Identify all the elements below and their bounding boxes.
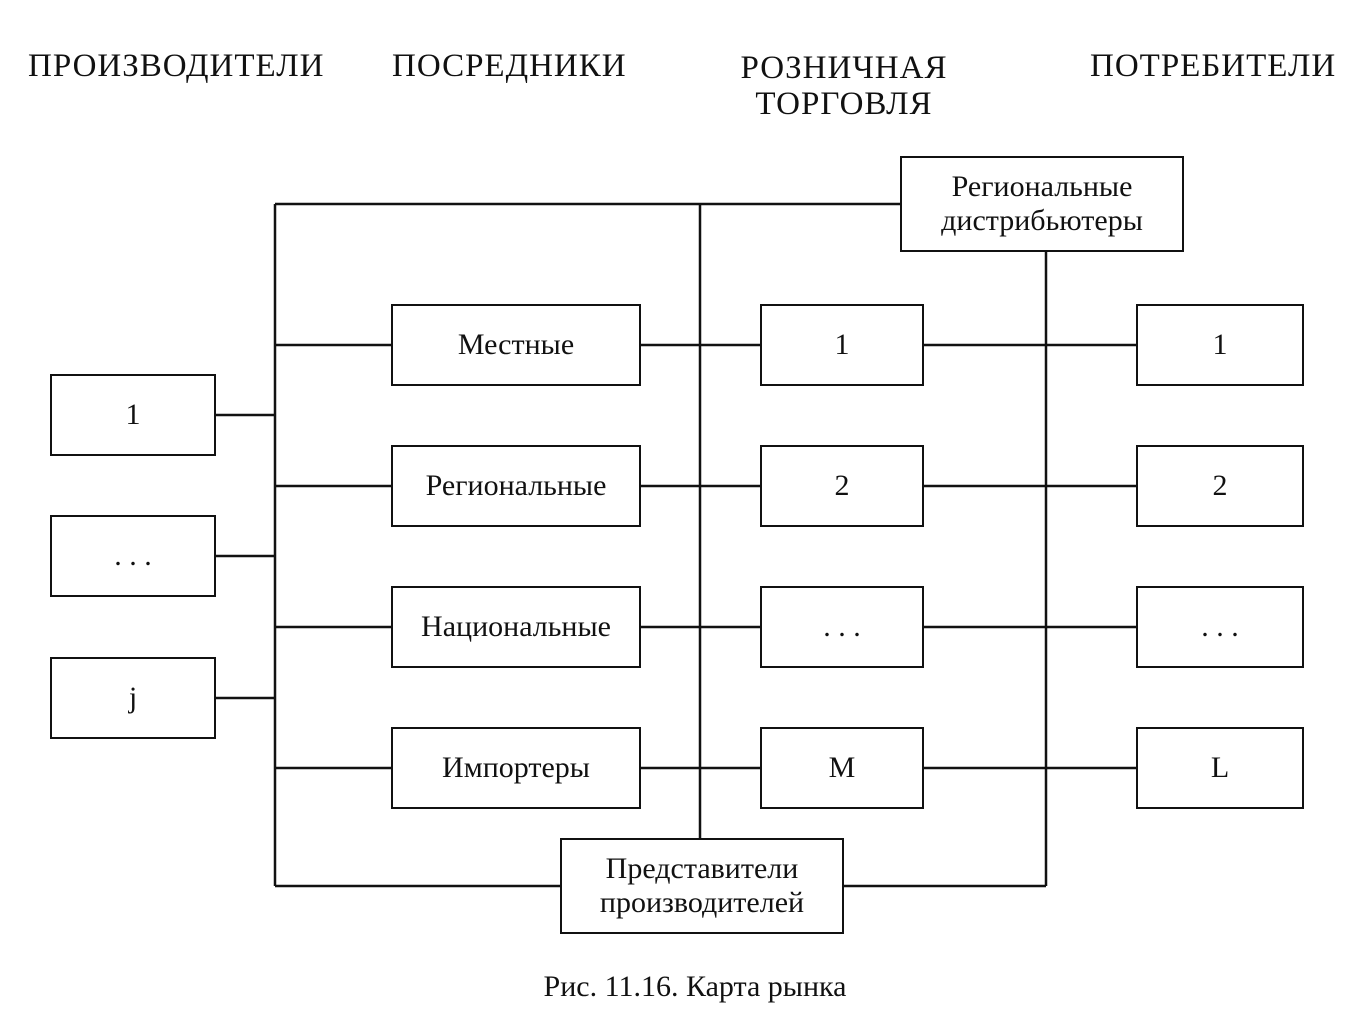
retail-box: 1 [760, 304, 924, 386]
manufacturer-reps-line2: производителей [599, 886, 805, 919]
regional-distributors-line2: дистрибьютеры [941, 204, 1143, 237]
header-producers: ПРОИЗВОДИТЕЛИ [28, 48, 325, 84]
header-retail: РОЗНИЧНАЯ ТОРГОВЛЯ [736, 50, 952, 122]
retail-box: 2 [760, 445, 924, 527]
header-retail-line2: ТОРГОВЛЯ [755, 86, 933, 122]
producer-box: j [50, 657, 216, 739]
manufacturer-reps-line1: Представители [605, 852, 799, 885]
regional-distributors-line1: Региональные [951, 170, 1133, 203]
figure-caption: Рис. 11.16. Карта рынка [543, 970, 847, 1003]
producer-box: 1 [50, 374, 216, 456]
header-intermediaries: ПОСРЕДНИКИ [392, 48, 627, 84]
intermediary-box: Местные [391, 304, 641, 386]
producer-box: . . . [50, 515, 216, 597]
retail-box: M [760, 727, 924, 809]
consumer-box: 1 [1136, 304, 1304, 386]
manufacturer-reps-box: Представители производителей [560, 838, 844, 934]
header-consumers: ПОТРЕБИТЕЛИ [1090, 48, 1337, 84]
header-retail-line1: РОЗНИЧНАЯ [740, 50, 948, 86]
intermediary-box: Национальные [391, 586, 641, 668]
retail-box: . . . [760, 586, 924, 668]
consumer-box: 2 [1136, 445, 1304, 527]
intermediary-box: Региональные [391, 445, 641, 527]
consumer-box: . . . [1136, 586, 1304, 668]
intermediary-box: Импортеры [391, 727, 641, 809]
consumer-box: L [1136, 727, 1304, 809]
regional-distributors-box: Региональные дистрибьютеры [900, 156, 1184, 252]
